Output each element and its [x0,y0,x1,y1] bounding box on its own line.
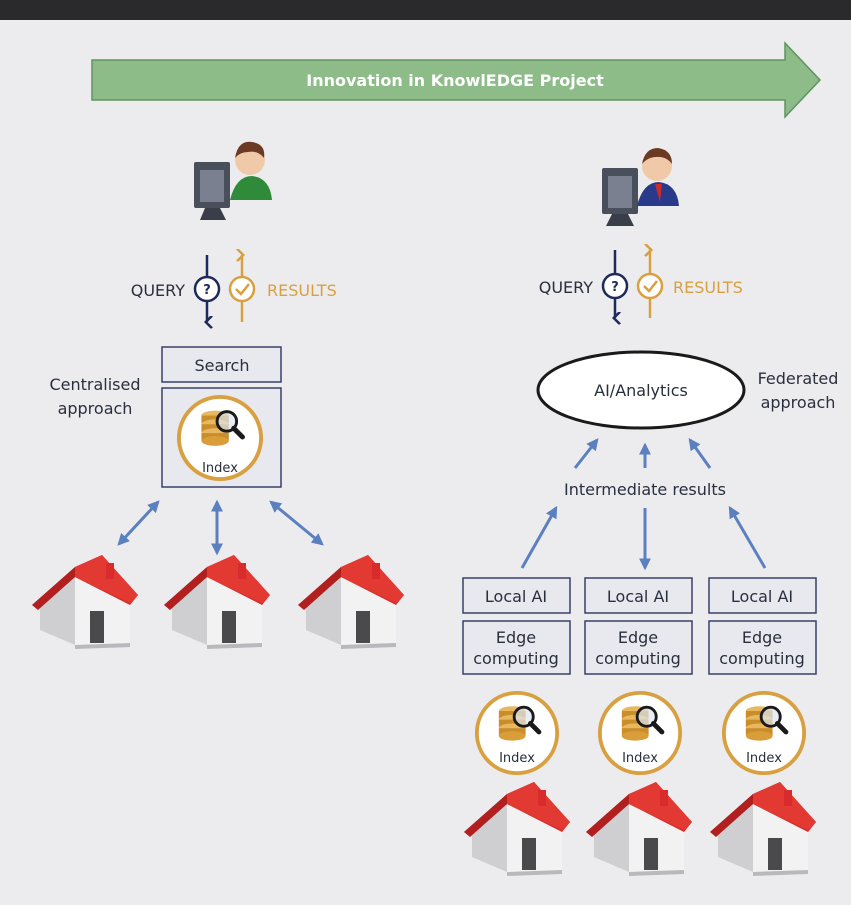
house-icon [710,782,816,876]
local-ai-box [584,577,693,614]
local-ai-label: Local AI [607,587,669,606]
banner-arrow [91,41,822,119]
banner-title: Innovation in KnowlEDGE Project [306,71,604,90]
edge-computing-box [462,620,571,675]
up-arrow-left [573,438,599,469]
left-results-label: RESULTS [267,281,337,300]
user-computer-icon [194,141,272,220]
question-mark-glyph: ? [611,280,619,295]
ai-analytics-label: AI/Analytics [594,381,688,400]
search-label: Search [195,356,250,375]
up-arrow-right [688,438,712,469]
local-ai-box [462,577,571,614]
check-glyph [235,283,250,296]
check-glyph [643,280,658,293]
check-icon [636,272,664,300]
top-bar [0,0,851,20]
centralised-label: Centralised [49,375,140,394]
house-icon [32,555,138,649]
edge-computing-box [708,620,817,675]
node-index-label: Index [622,751,658,766]
ai-analytics-ellipse [536,350,746,430]
question-icon [601,272,629,300]
edge-label: Edge [742,628,782,647]
computing-label: computing [719,649,804,668]
link-arrow-house-1 [117,500,160,546]
computing-label: computing [595,649,680,668]
question-icon [193,275,221,303]
right-results-label: RESULTS [673,278,743,297]
computing-label: computing [473,649,558,668]
check-icon [228,275,256,303]
edge-label: Edge [496,628,536,647]
house-icon [164,555,270,649]
left-index-label: Index [202,461,238,476]
left-query-label: QUERY [131,281,186,300]
house-icon [586,782,692,876]
link-arrow-house-3 [269,500,324,546]
node-arrow-1 [520,505,558,569]
intermediate-results-label: Intermediate results [564,480,726,499]
local-ai-box [708,577,817,614]
local-ai-label: Local AI [485,587,547,606]
house-icon [298,555,404,649]
approach-label-left: approach [58,399,133,418]
question-mark-glyph: ? [203,283,211,298]
user-computer-icon [602,148,679,226]
node-index-label: Index [746,751,782,766]
federated-label: Federated [758,369,839,388]
right-query-label: QUERY [539,278,594,297]
edge-label: Edge [618,628,658,647]
edge-computing-box [584,620,693,675]
house-icon [464,782,570,876]
local-ai-label: Local AI [731,587,793,606]
node-index-label: Index [499,751,535,766]
node-arrow-3 [728,505,767,569]
approach-label-right: approach [761,393,836,412]
search-box [161,346,282,383]
